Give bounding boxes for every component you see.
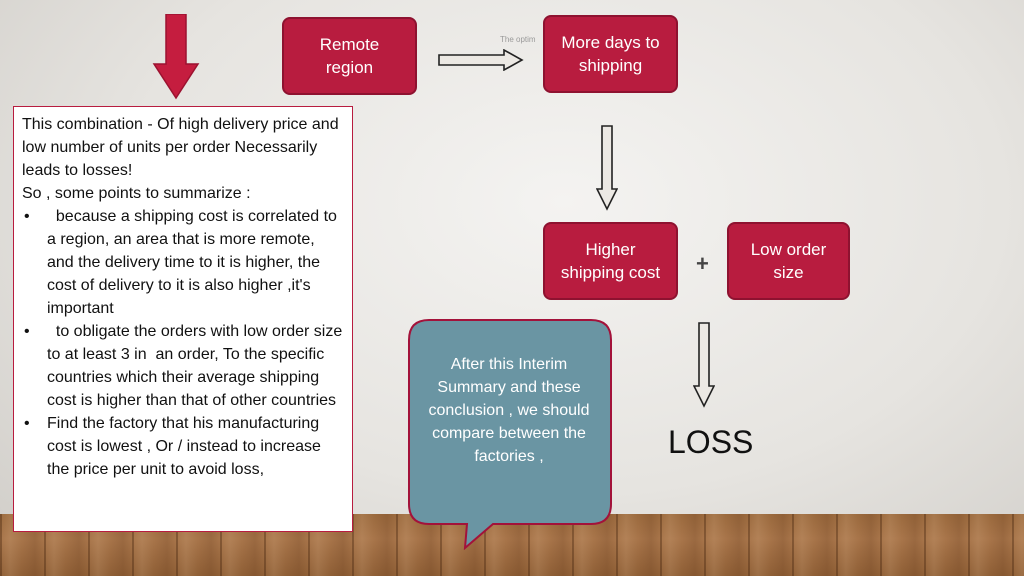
summary-heading: So , some points to summarize : — [22, 185, 251, 202]
more-days-label: More days to shipping — [561, 33, 660, 75]
summary-bullet: to obligate the orders with low order si… — [22, 320, 344, 412]
plus-sign: + — [696, 251, 709, 276]
loss-label: LOSS — [668, 424, 754, 460]
red-down-arrow-icon — [152, 14, 200, 100]
down-arrow-icon — [596, 125, 618, 211]
higher-shipping-cost-box: Higher shipping cost — [543, 222, 678, 300]
speech-bubble-callout — [408, 319, 612, 550]
remote-region-box: Remote region — [282, 17, 417, 95]
callout-text: After this Interim Summary and these con… — [428, 356, 590, 465]
down-arrow-icon — [693, 322, 715, 408]
summary-bullet-list: because a shipping cost is correlated to… — [22, 205, 344, 481]
summary-bullet: because a shipping cost is correlated to… — [22, 205, 344, 320]
right-arrow-icon — [438, 49, 524, 71]
higher-shipping-cost-label: Higher shipping cost — [560, 240, 661, 282]
summary-bullet: Find the factory that his manufacturing … — [22, 412, 344, 481]
summary-intro: This combination - Of high delivery pric… — [22, 116, 339, 179]
summary-text-box: This combination - Of high delivery pric… — [13, 106, 353, 532]
low-order-size-box: Low order size — [727, 222, 850, 300]
remote-region-label: Remote region — [319, 35, 380, 77]
more-days-box: More days to shipping — [543, 15, 678, 93]
faint-overlay-text: The optim — [500, 35, 536, 44]
low-order-size-label: Low order size — [750, 240, 827, 282]
